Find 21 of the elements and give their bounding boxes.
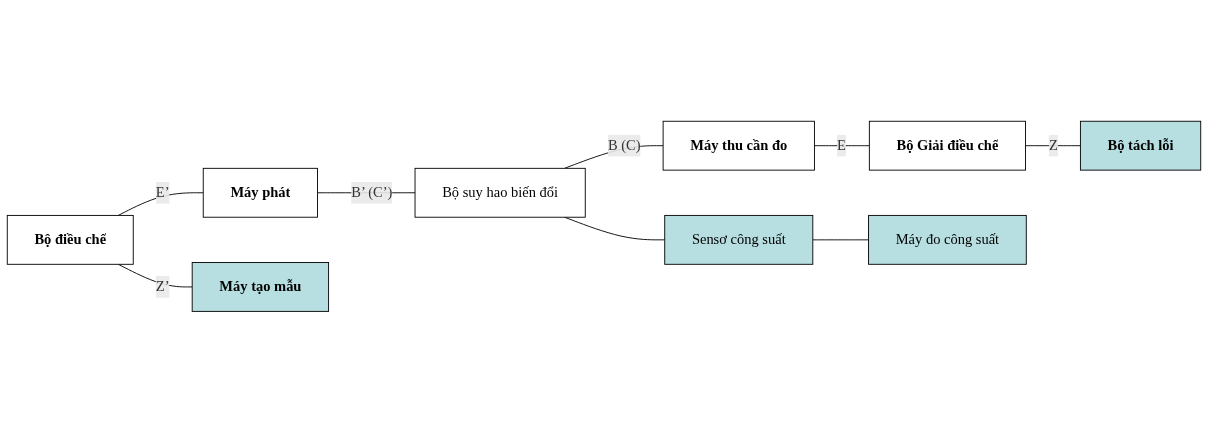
node-box: Máy phát bbox=[202, 167, 318, 218]
edge-label: B’ (C’) bbox=[351, 184, 393, 200]
connector bbox=[564, 216, 666, 240]
connector bbox=[813, 144, 870, 146]
node-box: Máy tạo mẫu bbox=[191, 261, 330, 312]
node-box: Bộ điều chế bbox=[6, 214, 134, 265]
edge-label: Z’ bbox=[155, 278, 170, 294]
node-box: Bộ tách lỗi bbox=[1079, 120, 1202, 171]
node-box: Bộ suy hao biến đổi bbox=[414, 167, 586, 218]
node-box: Máy thu cần đo bbox=[662, 120, 815, 171]
node-box: Máy đo công suất bbox=[868, 214, 1027, 265]
connector bbox=[117, 263, 193, 288]
node-box: Bộ Giải điều chế bbox=[868, 120, 1026, 171]
edge-label: Z bbox=[1048, 137, 1058, 153]
node-box: Sensơ công suất bbox=[664, 214, 814, 265]
connector bbox=[1025, 144, 1081, 146]
connector bbox=[117, 192, 204, 216]
edge-label: E bbox=[837, 137, 846, 153]
edge-label: E’ bbox=[155, 184, 170, 200]
connector bbox=[812, 239, 869, 240]
edge-label: B (C) bbox=[607, 137, 641, 153]
